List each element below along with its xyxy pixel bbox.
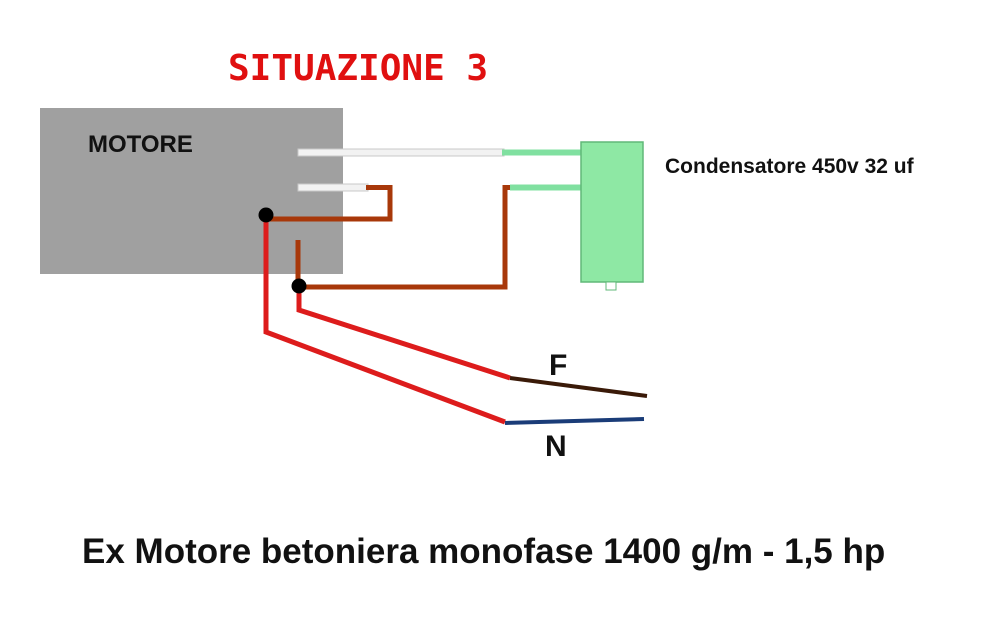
brown-wire-capacitor-return [299, 185, 510, 290]
capacitor [580, 141, 644, 283]
motor-lead-upper [297, 148, 505, 157]
motor-label: MOTORE [88, 131, 193, 158]
brown-wire-loop [266, 185, 393, 222]
diagram-title: SITUAZIONE 3 [228, 48, 488, 89]
red-wire-phase [296, 286, 511, 381]
red-wires [263, 216, 511, 425]
phase-label: F [549, 349, 567, 382]
neutral-wire [504, 417, 645, 425]
junction-dot-left [258, 207, 274, 223]
junction-dot-right [291, 278, 307, 294]
neutral-label: N [545, 430, 567, 463]
capacitor-label: Condensatore 450v 32 uf [665, 155, 915, 178]
capacitor-terminal [605, 281, 617, 291]
phase-wire [509, 376, 648, 398]
capacitor-wires [502, 149, 582, 191]
motor-lead-lower [297, 183, 369, 192]
motor-box [40, 108, 343, 274]
red-wire-neutral [263, 216, 506, 425]
diagram-caption: Ex Motore betoniera monofase 1400 g/m - … [82, 532, 885, 571]
